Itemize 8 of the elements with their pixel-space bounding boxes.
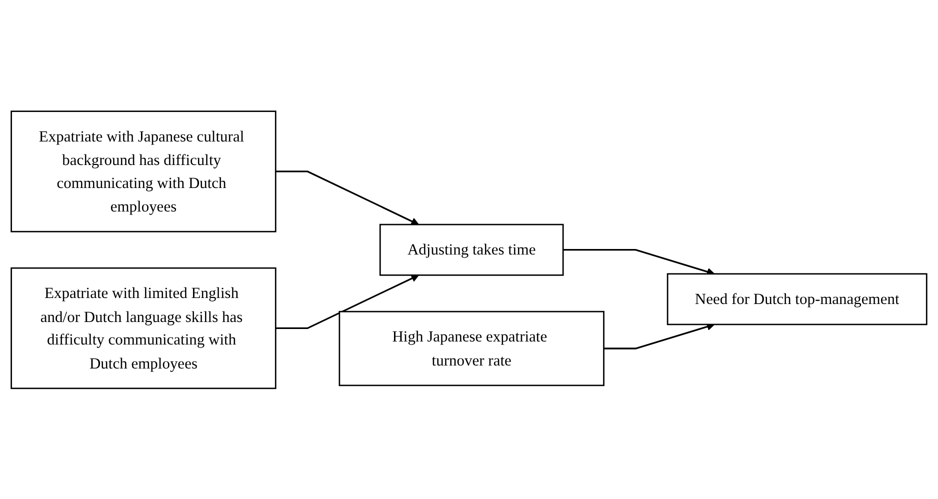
- node-box: High Japanese expatriate turnover rate: [338, 310, 604, 386]
- arrow: [276, 274, 420, 329]
- node-box: Expatriate with Japanese cultural background has difficulty communicating with Dutch employees: [10, 110, 276, 232]
- node-box: Expatriate with limited English and/or Dutch language skills has difficulty communicating with Dutch employees: [10, 267, 276, 389]
- node-box: Need for Dutch top-management: [666, 272, 928, 325]
- arrow: [563, 248, 715, 276]
- arrow: [276, 170, 420, 225]
- node-box: Adjusting takes time: [379, 224, 564, 276]
